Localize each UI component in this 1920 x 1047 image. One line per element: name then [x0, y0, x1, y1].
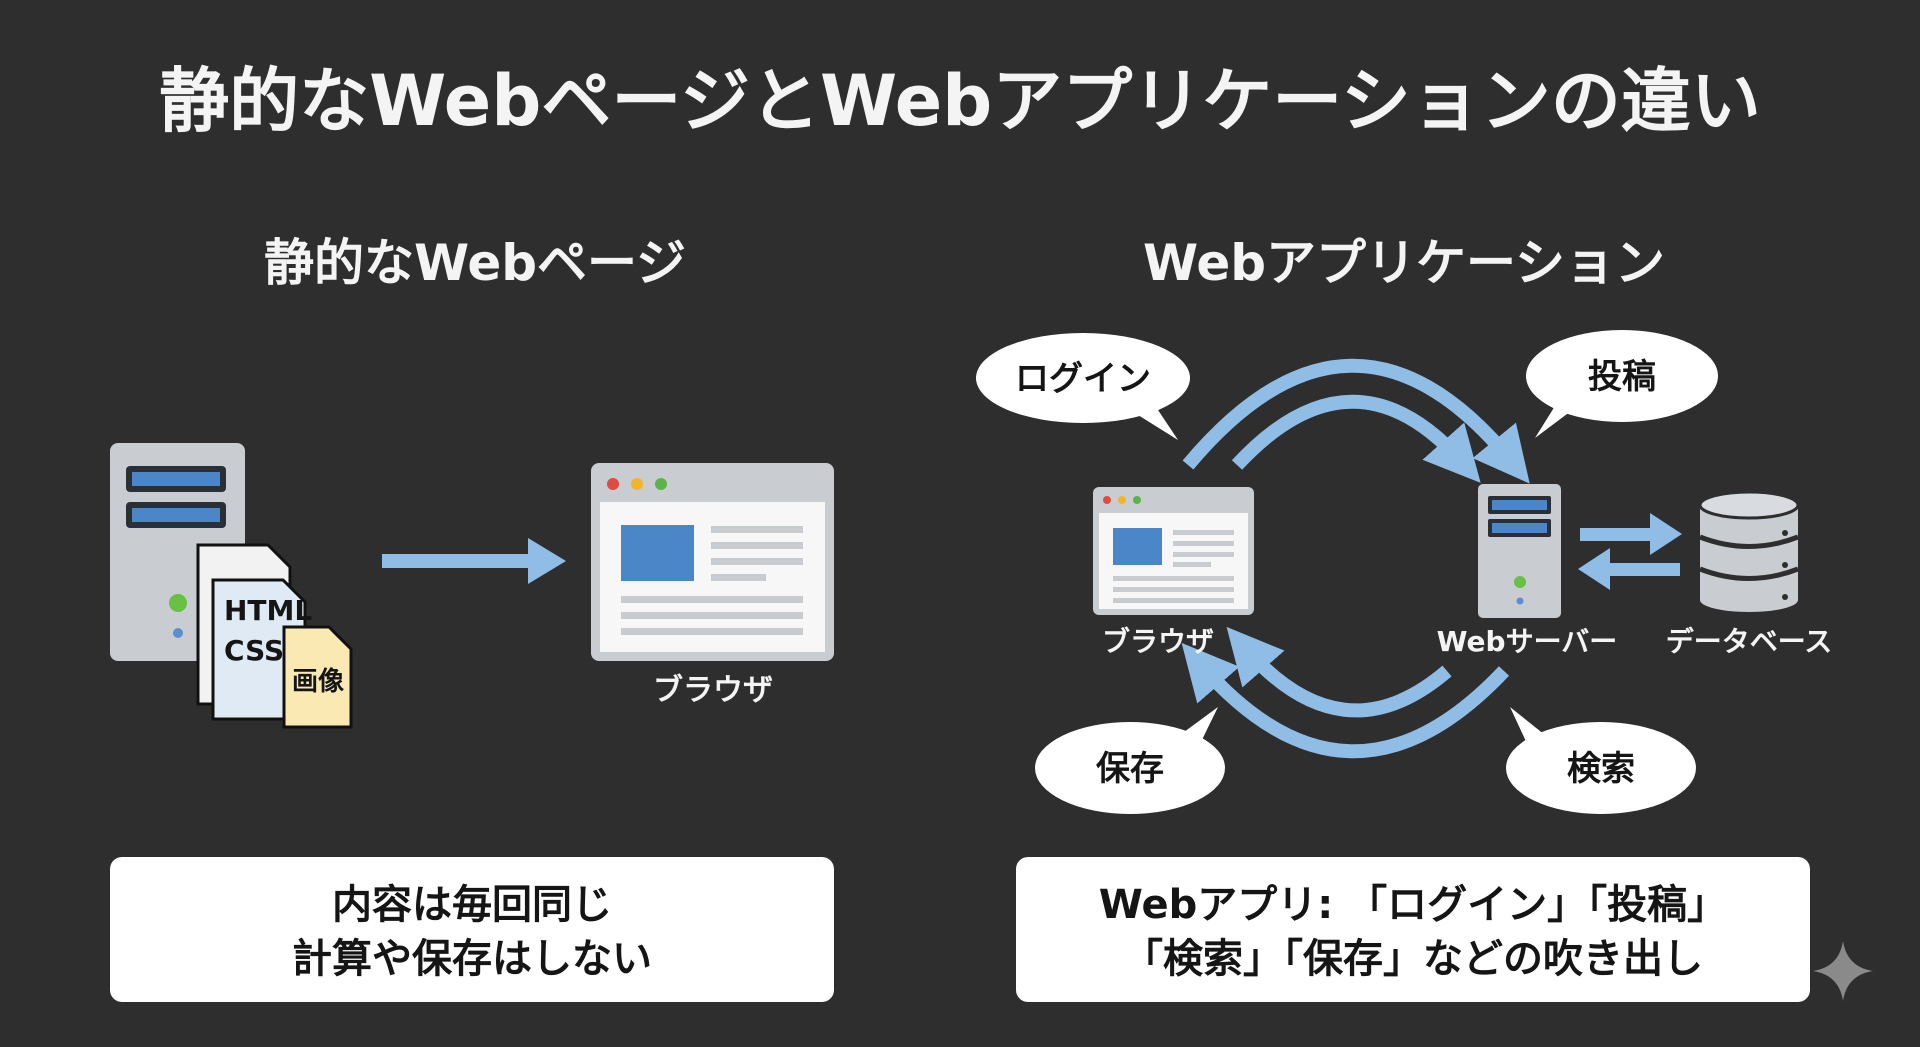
static-summary-line-1: 内容は毎回同じ	[332, 882, 612, 928]
bubble-save: 保存	[1035, 707, 1225, 814]
css-file-label: CSS	[224, 634, 284, 667]
bubble-login: ログイン	[976, 333, 1190, 440]
browser-window-icon	[591, 463, 834, 661]
webapp-summary-line-1: Webアプリ: 「ログイン」「投稿」	[1099, 882, 1727, 928]
right-arrow-icon	[382, 538, 566, 584]
inner-response-arrow	[1226, 626, 1452, 718]
webapp-heading: Webアプリケーション	[1143, 234, 1665, 292]
database-icon	[1698, 490, 1800, 612]
static-summary-line-2: 計算や保存はしない	[292, 936, 652, 982]
webapp-summary-box: Webアプリ: 「ログイン」「投稿」 「検索」「保存」などの吹き出し	[1016, 857, 1810, 1002]
static-summary-box: 内容は毎回同じ 計算や保存はしない	[110, 857, 834, 1002]
html-file-label: HTML	[224, 594, 312, 627]
database-label: データベース	[1666, 625, 1833, 658]
static-heading: 静的なWebページ	[264, 234, 686, 292]
web-server-label: Webサーバー	[1437, 625, 1618, 658]
bubble-login-text: ログイン	[1015, 359, 1151, 399]
bubble-post-text: 投稿	[1588, 357, 1656, 397]
browser-window-icon	[1093, 487, 1254, 615]
webapp-summary-line-2: 「検索」「保存」などの吹き出し	[1123, 936, 1703, 982]
page-title: 静的なWebページとWebアプリケーションの違い	[159, 60, 1761, 142]
bubble-search-text: 検索	[1567, 749, 1635, 789]
bubble-search: 検索	[1506, 707, 1696, 814]
web-server-icon	[1478, 484, 1561, 618]
server-database-arrows	[1578, 513, 1682, 590]
outer-request-arrow	[1182, 358, 1530, 484]
inner-request-arrow	[1231, 394, 1481, 483]
document-files-icon: HTML CSS 画像	[196, 543, 353, 729]
browser-label: ブラウザ	[653, 673, 773, 708]
sparkle-icon	[1813, 941, 1873, 1001]
webapp-browser-label: ブラウザ	[1102, 625, 1214, 658]
outer-response-arrow	[1181, 642, 1510, 759]
request-response-arrows	[1181, 358, 1530, 759]
image-file-label: 画像	[292, 667, 345, 697]
bubble-post: 投稿	[1526, 330, 1718, 438]
bubble-save-text: 保存	[1096, 749, 1164, 789]
